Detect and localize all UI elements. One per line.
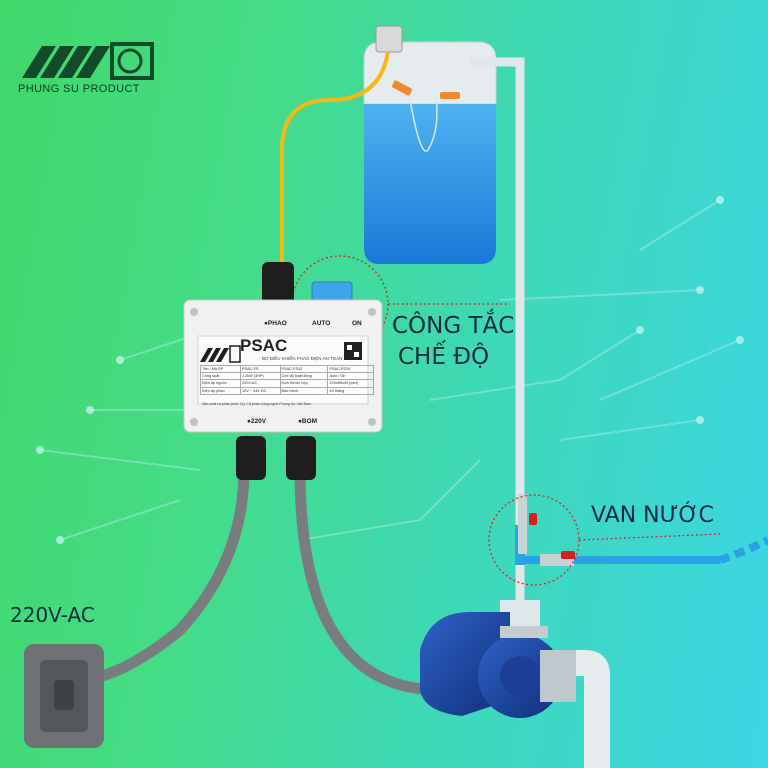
spec-cell: Auto / On (327, 372, 374, 381)
spec-table: Tên / Mã SP PSAC-FS PSAC-FS12 PSAC-FS24 … (200, 364, 374, 395)
water-tank (363, 25, 497, 264)
table-row: Công suất 2.2kW (3HP) Chế độ hoạt động A… (200, 372, 374, 381)
manufacturer-note: Sản xuất và phân phối: Cty Cổ phần Công … (202, 402, 312, 406)
table-row: Tên / Mã SP PSAC-FS PSAC-FS12 PSAC-FS24 (200, 364, 374, 374)
brand-name: PHUNG SU PRODUCT (18, 83, 140, 95)
water-valve-icon (529, 513, 575, 559)
qr-code (344, 342, 362, 360)
label-auto: AUTO (312, 320, 331, 327)
label-220v: ●220V (247, 418, 267, 425)
product-title: PSAC (240, 336, 288, 355)
spec-cell: Bảo hành (279, 386, 329, 395)
spec-cell: Chế độ hoạt động (279, 372, 329, 381)
product-subtitle: BỘ ĐIỀU KHIỂN PHAO ĐIỆN AN TOÀN (262, 356, 343, 361)
table-row: Điện áp phao 12V ~ 24V DC Bảo hành 24 th… (200, 386, 374, 395)
spec-cell: 2.2kW (3HP) (240, 372, 281, 381)
label-on: ON (352, 320, 362, 327)
circuit-lines (39, 199, 741, 541)
spec-cell: Điện áp nguồn (200, 379, 241, 388)
spec-cell: 12V ~ 24V DC (240, 386, 281, 395)
callout-markers (291, 255, 721, 586)
spec-cell: PSAC-FS12 (279, 364, 329, 374)
spec-cell: 24 tháng (327, 386, 374, 395)
spec-cell: Công suất (200, 372, 241, 381)
spec-cell: PSAC-FS24 (327, 364, 374, 374)
float-cable (280, 51, 390, 262)
wall-socket (24, 644, 104, 748)
power-label: 220V-AC (10, 603, 95, 627)
water-pipe (470, 57, 768, 630)
spec-cell: Tên / Mã SP (200, 364, 241, 374)
mode-switch-label-line1: CÔNG TẮC (392, 313, 515, 339)
label-bom: ●BOM (298, 418, 318, 425)
spec-cell: 220V-AC (240, 379, 281, 388)
table-row: Điện áp nguồn 220V-AC Kích thước hộp 100… (200, 379, 374, 388)
brand-logo (22, 42, 154, 80)
spec-cell: Điện áp phao (200, 386, 241, 395)
spec-cell: Kích thước hộp (279, 379, 329, 388)
water-valve-label: VAN NƯỚC (591, 503, 714, 528)
cable-glands (236, 262, 316, 480)
spec-cell: PSAC-FS (240, 364, 281, 374)
spec-cell: 100x65x40 (mm) (327, 379, 374, 388)
label-phao: ●PHAO (264, 320, 287, 327)
mode-switch-label-line2: CHẾ ĐỘ (398, 344, 490, 370)
water-pump (420, 600, 610, 768)
power-cable (69, 469, 470, 696)
box-logo (200, 345, 241, 363)
